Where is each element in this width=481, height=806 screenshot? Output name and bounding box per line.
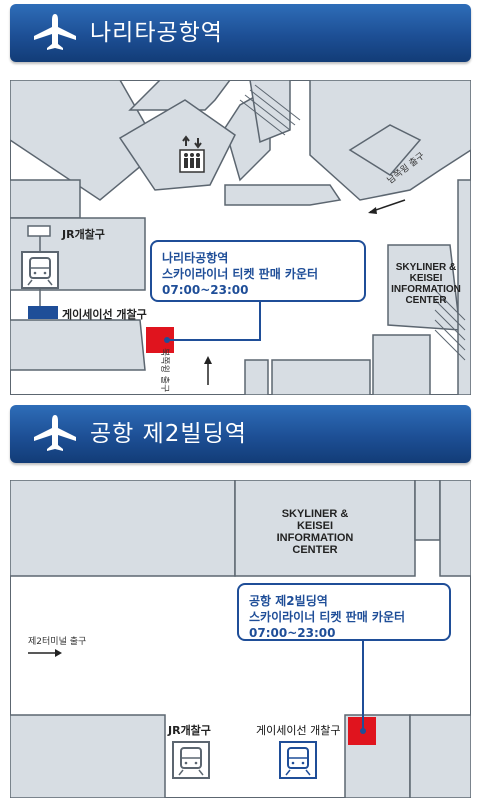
train-icon — [279, 741, 317, 779]
info-center-label: SKYLINER & KEISEI INFORMATION CENTER — [276, 508, 354, 556]
page-title: 나리타공항역 — [90, 20, 223, 46]
airplane-icon — [34, 14, 76, 50]
keisei-gate-label: 게이세이선 개찰구 — [62, 308, 147, 321]
airplane-icon — [34, 415, 76, 451]
callout-counter: 스카이라이너 티켓 판매 카운터 — [162, 267, 319, 281]
callout-station: 나리타공항역 — [162, 251, 229, 265]
station-banner-terminal2: 공항 제2빌딩역 — [10, 405, 471, 463]
train-icon — [21, 251, 59, 289]
station-banner-narita: 나리타공항역 — [10, 4, 471, 62]
keisei-gate-label: 게이세이선 개찰구 — [256, 724, 341, 737]
page-title: 공항 제2빌딩역 — [90, 421, 247, 447]
train-icon — [172, 741, 210, 779]
narita-station-map — [10, 80, 471, 395]
callout-hours: 07:00~23:00 — [249, 626, 336, 640]
keisei-gate-marker — [28, 306, 58, 319]
callout-station: 공항 제2빌딩역 — [249, 594, 328, 608]
stairs-icon — [239, 84, 466, 361]
jr-gate-label: JR개찰구 — [168, 724, 211, 737]
jr-gate-label: JR개찰구 — [62, 228, 105, 241]
terminal-exit-label: 제2터미널 출구 — [28, 637, 87, 647]
jr-gate-marker — [27, 225, 51, 237]
counter-leader-line — [167, 300, 261, 341]
info-center-label: SKYLINER & KEISEI INFORMATION CENTER — [391, 262, 461, 306]
callout-hours: 07:00~23:00 — [162, 283, 249, 297]
elevator-icon — [179, 135, 205, 173]
callout-counter: 스카이라이너 티켓 판매 카운터 — [249, 610, 406, 624]
ticket-counter-callout: 공항 제2빌딩역 스카이라이너 티켓 판매 카운터 07:00~23:00 — [237, 583, 451, 641]
ticket-counter-callout: 나리타공항역 스카이라이너 티켓 판매 카운터 07:00~23:00 — [150, 240, 366, 302]
north-exit-label: 북쪽윙 출구 — [159, 348, 169, 393]
